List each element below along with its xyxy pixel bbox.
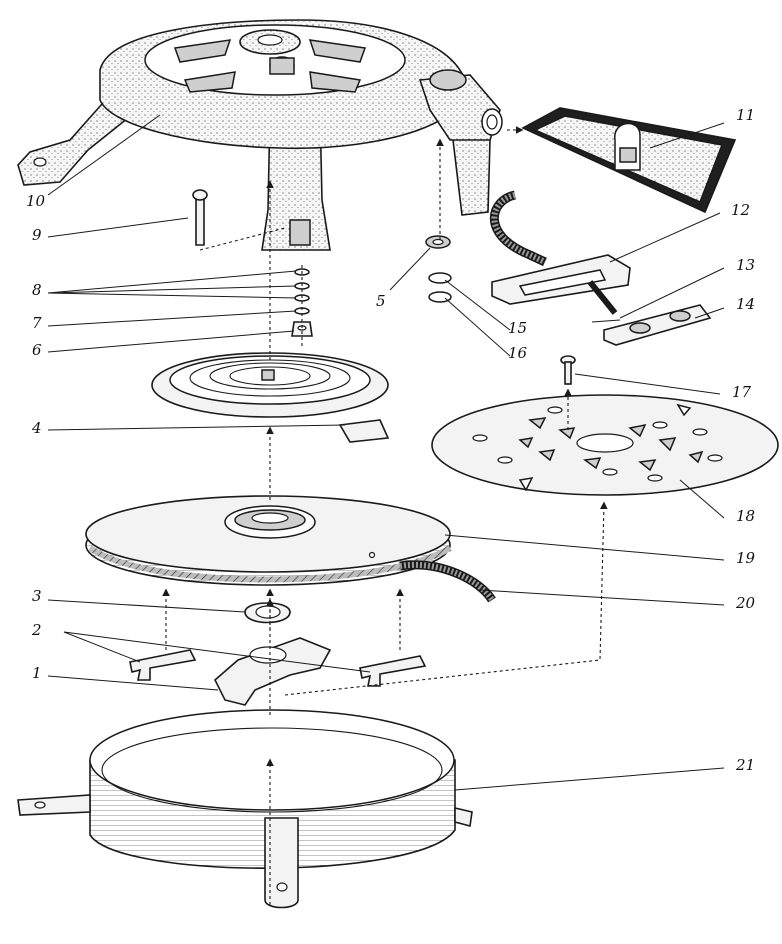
callout-3: 3: [32, 587, 42, 605]
disc-screw: [560, 355, 576, 385]
cord-and-handle: [489, 190, 631, 315]
callout-16: 16: [508, 344, 528, 362]
callout-12: 12: [731, 201, 751, 219]
callout-6: 6: [32, 341, 42, 359]
perforated-disc: [431, 394, 779, 496]
callout-7: 7: [32, 314, 42, 332]
cylindrical-shroud: [17, 709, 473, 909]
screw-and-washer-stack: [192, 189, 313, 337]
callout-5: 5: [376, 292, 386, 310]
callout-21: 21: [736, 756, 756, 774]
callout-10: 10: [26, 192, 46, 210]
callout-8: 8: [32, 281, 42, 299]
callout-13: 13: [736, 256, 756, 274]
callout-18: 18: [736, 507, 756, 525]
callout-2: 2: [32, 621, 42, 639]
starter-pulley-disc: [85, 495, 496, 603]
callout-17: 17: [732, 383, 752, 401]
callout-19: 19: [736, 549, 756, 567]
pin-and-clip: [591, 304, 712, 346]
assembly-arrows: [162, 126, 608, 905]
pawl-and-bracket-parts: [129, 602, 427, 706]
callout-20: 20: [736, 594, 756, 612]
callout-14: 14: [736, 295, 756, 313]
housing-casting: [17, 19, 503, 251]
recoil-spring: [151, 352, 390, 443]
leader-lines: [47, 114, 725, 791]
callout-11: 11: [736, 106, 756, 124]
bushing-and-ring-stack: [425, 235, 452, 303]
callout-4: 4: [32, 419, 42, 437]
rectangular-cover-plate: [521, 107, 737, 214]
callout-9: 9: [32, 226, 42, 244]
callout-15: 15: [508, 319, 528, 337]
callout-1: 1: [32, 664, 42, 682]
